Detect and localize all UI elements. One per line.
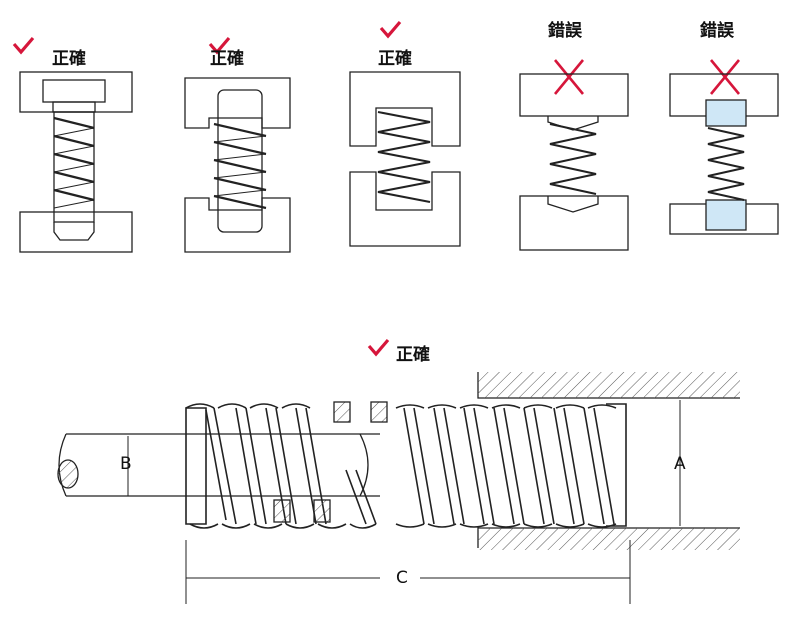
panel-3-pocket-seats xyxy=(349,20,461,247)
cross-icon xyxy=(553,59,585,95)
spring-coils xyxy=(707,127,745,201)
spring-coils xyxy=(549,123,597,195)
panel-1-verdict-label: 正確 xyxy=(52,49,86,69)
dimension-a-label: A xyxy=(674,454,686,474)
panel-3-verdict-label: 正確 xyxy=(378,49,412,69)
shaft xyxy=(66,433,380,497)
dimension-c-label: C xyxy=(396,568,408,588)
dimension-lines xyxy=(127,400,681,604)
panel-2-verdict-label: 正確 xyxy=(210,49,244,69)
bottom-spring-assembly xyxy=(57,338,740,604)
spring-coils xyxy=(377,111,431,203)
panel-4-cone-points xyxy=(519,59,629,251)
coil-cross-sections xyxy=(273,401,388,523)
panel-5-flat-guides xyxy=(669,59,779,235)
dimension-b-label: B xyxy=(120,454,132,474)
check-icon xyxy=(367,338,390,357)
bottom-verdict-label: 正確 xyxy=(396,345,430,365)
panel-1-bolt-guide xyxy=(12,36,133,253)
check-icon xyxy=(379,20,402,39)
top-plate xyxy=(19,71,133,113)
check-icon xyxy=(208,36,231,55)
panel-5-verdict-label: 錯誤 xyxy=(700,21,734,41)
spring-coils xyxy=(53,116,95,209)
spring-coils xyxy=(213,122,267,210)
check-icon xyxy=(12,36,35,55)
panel-4-verdict-label: 錯誤 xyxy=(548,21,582,41)
large-spring-coils xyxy=(185,403,627,529)
bottom-plate xyxy=(19,211,133,253)
cross-icon xyxy=(709,59,741,95)
panel-2-sleeve-guide xyxy=(184,36,291,253)
